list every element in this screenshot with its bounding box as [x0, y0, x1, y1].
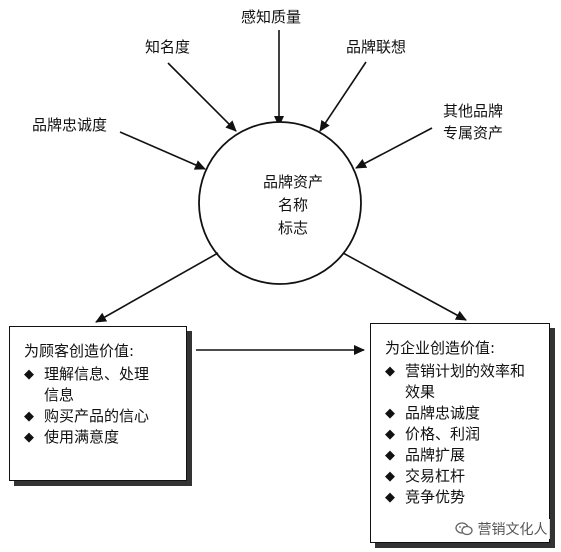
center-line-3: 标志 [277, 219, 308, 237]
arrow-to-customer-value [95, 252, 219, 323]
diamond-bullet-icon: ◆ [24, 367, 34, 382]
label-awareness: 知名度 [145, 38, 191, 56]
item-line: 营销计划的效率和 [405, 362, 526, 380]
label-other-assets-line-1: 其他品牌 [443, 102, 504, 120]
item-line: 效果 [405, 383, 436, 401]
item-line: 品牌扩展 [405, 446, 466, 464]
firm-value-item: ◆ 交易杠杆 [385, 466, 541, 487]
item-line: 信息 [44, 386, 75, 404]
diamond-bullet-icon: ◆ [24, 409, 34, 424]
diamond-bullet-icon: ◆ [385, 448, 395, 463]
item-line: 购买产品的信心 [44, 407, 150, 425]
diamond-bullet-icon: ◆ [385, 427, 395, 442]
customer-value-item: ◆ 使用满意度 [24, 427, 176, 448]
item-line: 品牌忠诚度 [405, 404, 481, 422]
diamond-bullet-icon: ◆ [24, 430, 34, 445]
firm-value-item: ◆ 品牌扩展 [385, 445, 541, 466]
wechat-icon [455, 522, 473, 536]
brand-equity-circle [198, 121, 362, 285]
arrow-to-firm-value [342, 252, 467, 321]
customer-value-item: ◆ 理解信息、处理 信息 [24, 364, 176, 406]
diamond-bullet-icon: ◆ [385, 406, 395, 421]
diamond-bullet-icon: ◆ [385, 490, 395, 505]
center-line-1: 品牌资产 [262, 173, 323, 191]
firm-value-box: 为企业创造价值: ◆ 营销计划的效率和 效果 ◆ 品牌忠诚度 ◆ 价格、利润 ◆… [370, 323, 550, 543]
firm-value-item: ◆ 营销计划的效率和 效果 [385, 361, 541, 403]
arrow-other-assets [355, 127, 433, 169]
label-other-assets: 其他品牌 专属资产 [443, 100, 503, 144]
customer-value-item: ◆ 购买产品的信心 [24, 406, 176, 427]
diamond-bullet-icon: ◆ [385, 364, 395, 379]
item-line: 交易杠杆 [405, 467, 466, 485]
center-line-2: 名称 [277, 196, 308, 214]
firm-value-title: 为企业创造价值: [385, 339, 496, 357]
arrow-loyalty [119, 131, 206, 170]
watermark: 营销文化人 [452, 519, 551, 539]
arrow-associations [319, 61, 367, 132]
item-line: 理解信息、处理 [44, 365, 150, 383]
brand-equity-center-text: 品牌资产 名称 标志 [228, 171, 358, 240]
item-line: 使用满意度 [44, 428, 120, 446]
firm-value-item: ◆ 品牌忠诚度 [385, 403, 541, 424]
watermark-text: 营销文化人 [477, 522, 548, 538]
arrow-awareness [167, 62, 237, 132]
customer-value-box: 为顾客创造价值: ◆ 理解信息、处理 信息 ◆ 购买产品的信心 ◆ 使用满意度 [9, 326, 187, 481]
label-perceived-quality: 感知质量 [241, 8, 302, 26]
diamond-bullet-icon: ◆ [385, 469, 395, 484]
firm-value-item: ◆ 价格、利润 [385, 424, 541, 445]
label-other-assets-line-2: 专属资产 [443, 124, 504, 142]
firm-value-item: ◆ 竞争优势 [385, 487, 541, 508]
customer-value-title: 为顾客创造价值: [24, 342, 135, 360]
label-associations: 品牌联想 [346, 38, 407, 56]
label-loyalty: 品牌忠诚度 [32, 116, 108, 134]
item-line: 竞争优势 [405, 488, 466, 506]
item-line: 价格、利润 [405, 425, 481, 443]
